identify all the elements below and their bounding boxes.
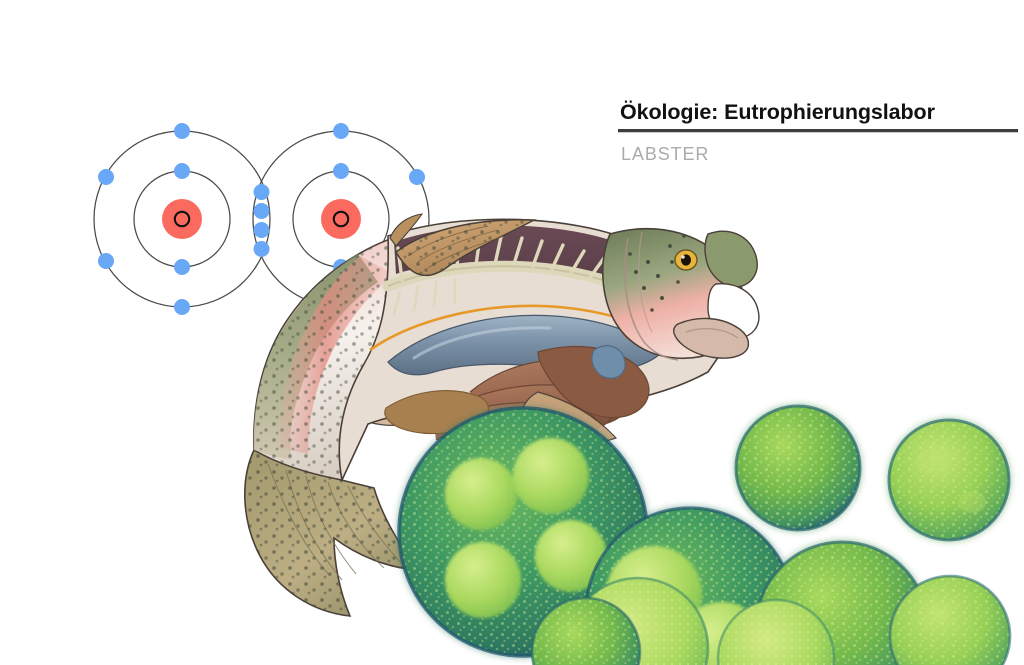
electron-dot xyxy=(98,169,114,185)
fish-eye xyxy=(674,249,698,271)
electron-dot xyxy=(333,163,349,179)
volvox-colony xyxy=(530,596,642,665)
volvox-colony xyxy=(397,406,649,658)
nucleus-right-glyph-ring xyxy=(332,210,350,228)
rainbow-trout-illustration xyxy=(238,212,760,632)
electron-dot xyxy=(333,123,349,139)
operculum xyxy=(624,237,679,361)
electron-dot xyxy=(174,299,190,315)
electron-dot xyxy=(98,253,114,269)
lower-jaw xyxy=(673,317,749,359)
title-block: Ökologie: Eutrophierungslabor LABSTER xyxy=(618,100,1018,165)
electron-dot xyxy=(409,169,425,185)
fish-head xyxy=(601,227,760,361)
electron-dot xyxy=(253,241,270,257)
electron-dot xyxy=(253,203,270,219)
upper-jaw xyxy=(704,230,758,288)
electron-dot xyxy=(174,259,190,275)
nucleus-left-glyph-ring xyxy=(173,210,191,228)
electrons-left-outer xyxy=(98,123,190,315)
daughter-colonies xyxy=(445,438,607,618)
volvox-colony xyxy=(716,598,836,665)
heart xyxy=(591,345,626,379)
electron-dot xyxy=(253,184,270,200)
electrons-covalent-bond xyxy=(253,184,270,257)
volvox-algae-cluster xyxy=(390,390,1024,665)
volvox-colony xyxy=(888,574,1012,665)
electron-dot xyxy=(174,163,190,179)
electron-dot xyxy=(253,222,270,238)
nucleus-left xyxy=(162,199,202,239)
volvox-colony xyxy=(734,404,862,532)
electrons-left-inner xyxy=(174,163,190,275)
page-title: Ökologie: Eutrophierungslabor xyxy=(620,100,935,124)
electron-dot xyxy=(174,123,190,139)
nucleus-right xyxy=(321,199,361,239)
title-divider xyxy=(618,128,1018,133)
volvox-colony xyxy=(887,418,1011,542)
adipose-fin xyxy=(389,213,424,247)
brand-label: LABSTER xyxy=(621,143,710,164)
